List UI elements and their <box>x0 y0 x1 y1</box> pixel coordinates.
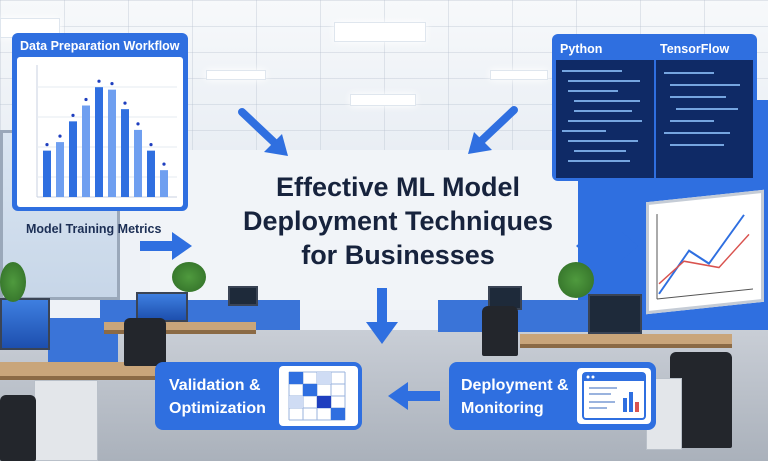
chart-bar <box>121 109 129 197</box>
chart-marker <box>97 79 101 83</box>
chart-bar <box>95 87 103 197</box>
code-line <box>568 80 640 82</box>
arrow-down-icon <box>366 288 398 344</box>
code-line <box>568 120 642 122</box>
training-chart-panel <box>17 57 183 207</box>
chart-bar <box>108 89 116 197</box>
whiteboard <box>646 189 764 315</box>
headline-line-1: Effective ML Model <box>275 172 521 202</box>
chart-bar <box>134 129 142 197</box>
monitor <box>0 298 50 350</box>
data-preparation-card: Data Preparation Workflow Model Training… <box>12 33 188 236</box>
code-line <box>562 70 622 72</box>
chart-bar <box>43 150 51 197</box>
whiteboard-sketch <box>656 213 753 300</box>
ceiling-light <box>350 94 416 106</box>
data-preparation-title: Data Preparation Workflow <box>20 39 180 53</box>
chart-bar <box>147 150 155 197</box>
code-line <box>562 130 606 132</box>
monitoring-dashboard-icon <box>577 368 651 424</box>
chart-marker <box>71 113 75 117</box>
back-wall <box>150 150 620 310</box>
chart-marker <box>136 122 140 126</box>
plant <box>172 262 206 292</box>
monitor <box>228 286 258 306</box>
ceiling-light <box>490 70 548 80</box>
code-line <box>574 110 632 112</box>
code-line <box>670 120 714 122</box>
deployment-line-2: Monitoring <box>461 400 544 417</box>
validation-card: Validation & Optimization <box>155 362 362 430</box>
code-line <box>574 150 626 152</box>
headline-line-3: for Businesses <box>301 240 495 270</box>
training-bar-chart <box>36 65 177 198</box>
arrow-left-right-icon <box>576 232 638 260</box>
plant <box>558 262 594 298</box>
code-line <box>574 100 640 102</box>
chart-marker <box>110 82 114 86</box>
chart-marker <box>149 143 153 147</box>
code-line <box>676 108 738 110</box>
tensorflow-label: TensorFlow <box>660 42 730 56</box>
desk <box>0 362 160 380</box>
chart-bar <box>160 170 168 197</box>
deployment-line-1: Deployment & <box>461 377 569 394</box>
deployment-card: Deployment & Monitoring <box>449 362 656 430</box>
code-line <box>670 96 726 98</box>
office-chair <box>482 306 518 356</box>
monitor <box>136 292 188 322</box>
chart-bar <box>82 105 90 197</box>
code-line <box>568 90 618 92</box>
code-line <box>568 140 638 142</box>
validation-line-2: Optimization <box>169 400 266 417</box>
python-code-pane <box>556 60 654 178</box>
chart-bar <box>56 142 64 197</box>
code-line <box>670 144 724 146</box>
chart-marker <box>162 162 166 166</box>
chart-marker <box>45 143 49 147</box>
headline-line-2: Deployment Techniques <box>242 206 554 236</box>
code-line <box>664 132 730 134</box>
arrow-left-icon <box>388 382 440 410</box>
chart-bar <box>69 121 77 197</box>
arrow-down-left-icon <box>468 106 518 154</box>
filing-cabinet <box>34 380 98 461</box>
code-card: Python TensorFlow <box>552 34 757 181</box>
monitor <box>588 294 642 334</box>
desk <box>520 334 732 348</box>
confusion-matrix-icon <box>279 366 358 426</box>
code-line <box>664 72 714 74</box>
ceiling-light <box>334 22 426 42</box>
chart-marker <box>84 97 88 102</box>
code-line <box>568 160 630 162</box>
arrow-down-right-icon <box>238 108 288 156</box>
tensorflow-code-pane <box>656 60 753 178</box>
python-label: Python <box>560 42 603 56</box>
chart-marker <box>123 101 127 105</box>
headline: Effective ML Model Deployment Techniques… <box>228 170 568 282</box>
office-chair <box>124 318 166 366</box>
office-chair <box>0 395 36 461</box>
training-metrics-caption: Model Training Metrics <box>26 222 162 236</box>
validation-line-1: Validation & <box>169 377 261 394</box>
code-line <box>670 84 740 86</box>
arrow-right-icon <box>140 232 192 260</box>
chart-marker <box>58 134 62 138</box>
ceiling-light <box>206 70 266 80</box>
plant <box>0 262 26 302</box>
